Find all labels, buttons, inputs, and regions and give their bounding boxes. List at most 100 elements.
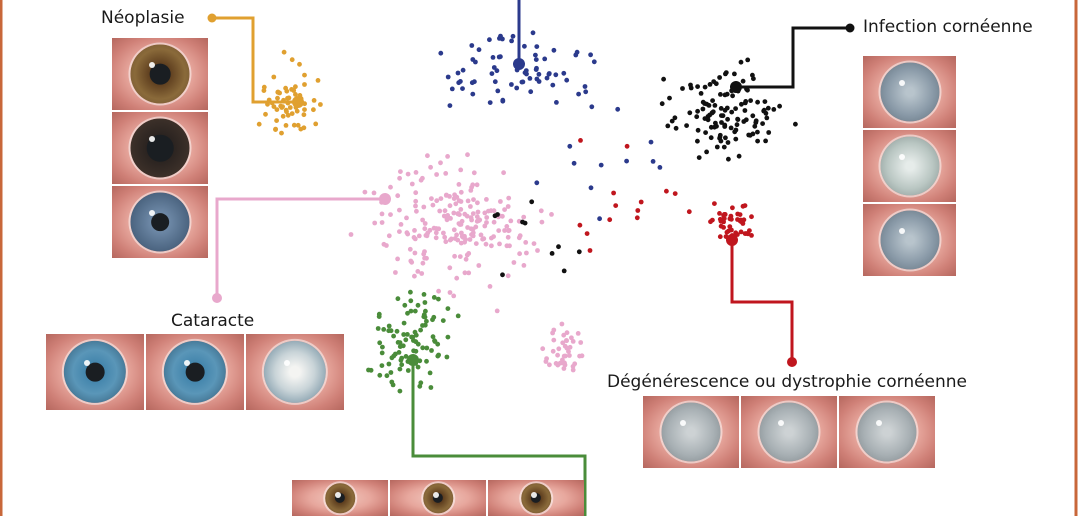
eye-photo (390, 480, 486, 516)
scatter-point (506, 228, 512, 233)
scatter-point (536, 71, 542, 77)
cataract-label: Cataracte (171, 311, 255, 331)
scatter-point (505, 273, 511, 279)
scatter-point (672, 191, 678, 197)
scatter-point (496, 54, 502, 60)
scatter-point (408, 258, 414, 264)
neoplasia-label: Néoplasie (101, 8, 185, 28)
scatter-point (707, 82, 713, 87)
green-connector-node (407, 354, 419, 366)
scatter-point (380, 344, 385, 350)
scatter-point (721, 212, 727, 217)
scatter-point (536, 79, 542, 84)
scatter-point (281, 49, 287, 55)
scatter-point (422, 221, 428, 226)
scatter-point (424, 358, 429, 364)
scatter-point (507, 243, 512, 249)
cataract-connector (215, 197, 385, 298)
scatter-point (471, 197, 476, 203)
scatter-point (256, 121, 262, 127)
scatter-point (445, 334, 451, 340)
scatter-point (311, 98, 317, 103)
eye-iris (759, 402, 819, 462)
scatter-point (458, 240, 464, 246)
scatter-point (412, 329, 418, 335)
scatter-point (463, 237, 468, 242)
scatter-point (607, 217, 613, 223)
scatter-point (465, 198, 471, 204)
scatter-point (561, 268, 567, 274)
eye-pupil (149, 63, 171, 85)
scatter-point (424, 345, 430, 351)
scatter-point (473, 241, 479, 247)
eye-photo (741, 396, 837, 468)
scatter-point (394, 328, 400, 334)
neoplasia-photos (112, 38, 208, 258)
scatter-point (747, 132, 753, 138)
scatter-point (502, 207, 507, 213)
scatter-point (408, 308, 414, 314)
scatter-point (495, 88, 501, 94)
eye-glint (898, 154, 905, 161)
scatter-point (447, 203, 453, 209)
scatter-point (469, 43, 475, 48)
scatter-point (427, 370, 433, 376)
eye-photo (46, 334, 144, 410)
scatter-point (712, 103, 718, 108)
scatter-point (476, 47, 482, 53)
eye-iris (879, 62, 940, 122)
scatter-point (379, 220, 385, 225)
scatter-point (279, 130, 284, 136)
scatter-point (447, 237, 453, 243)
scatter-point (718, 92, 723, 97)
scatter-point (436, 288, 441, 294)
eye-pupil (432, 492, 444, 504)
scatter-point (377, 372, 383, 378)
scatter-point (491, 65, 497, 70)
scatter-point (431, 295, 437, 300)
scatter-point (584, 231, 590, 237)
scatter-point (611, 190, 616, 196)
scatter-point (302, 107, 307, 112)
scatter-point (381, 327, 387, 332)
scatter-point (471, 170, 477, 176)
scatter-point (412, 273, 417, 279)
scatter-point (445, 154, 450, 159)
scatter-point (551, 337, 557, 343)
scatter-point (455, 70, 461, 76)
cataract-connector-end (212, 293, 222, 303)
scatter-point (429, 196, 434, 202)
scatter-point (456, 182, 462, 187)
scatter-point (430, 202, 436, 208)
scatter-point (451, 293, 457, 299)
eye-pupil (530, 492, 542, 504)
scatter-point (466, 270, 472, 276)
scatter-point (717, 234, 723, 240)
scatter-point (597, 216, 602, 222)
scatter-point (659, 101, 665, 107)
scatter-point (760, 121, 765, 126)
scatter-point (475, 200, 480, 206)
scatter-point (470, 233, 476, 239)
eye-pupil (185, 362, 205, 382)
scatter-point (555, 352, 560, 358)
scatter-point (708, 135, 714, 141)
scatter-point (755, 99, 760, 105)
scatter-point (726, 228, 731, 234)
eye-iris (879, 136, 940, 196)
scatter-point (275, 95, 280, 101)
eye-glint (680, 420, 687, 427)
eye-photo (488, 480, 584, 516)
scatter-point (564, 338, 569, 344)
scatter-point (511, 260, 517, 265)
infection-label: Infection cornéenne (863, 17, 1033, 37)
scatter-point (539, 219, 545, 225)
scatter-point (416, 233, 422, 239)
scatter-point (399, 362, 405, 368)
scatter-point (454, 194, 460, 200)
scatter-point (457, 212, 462, 218)
scatter-point (698, 91, 704, 96)
scatter-point (427, 227, 433, 233)
eye-glint (149, 62, 156, 69)
scatter-point (443, 239, 449, 245)
